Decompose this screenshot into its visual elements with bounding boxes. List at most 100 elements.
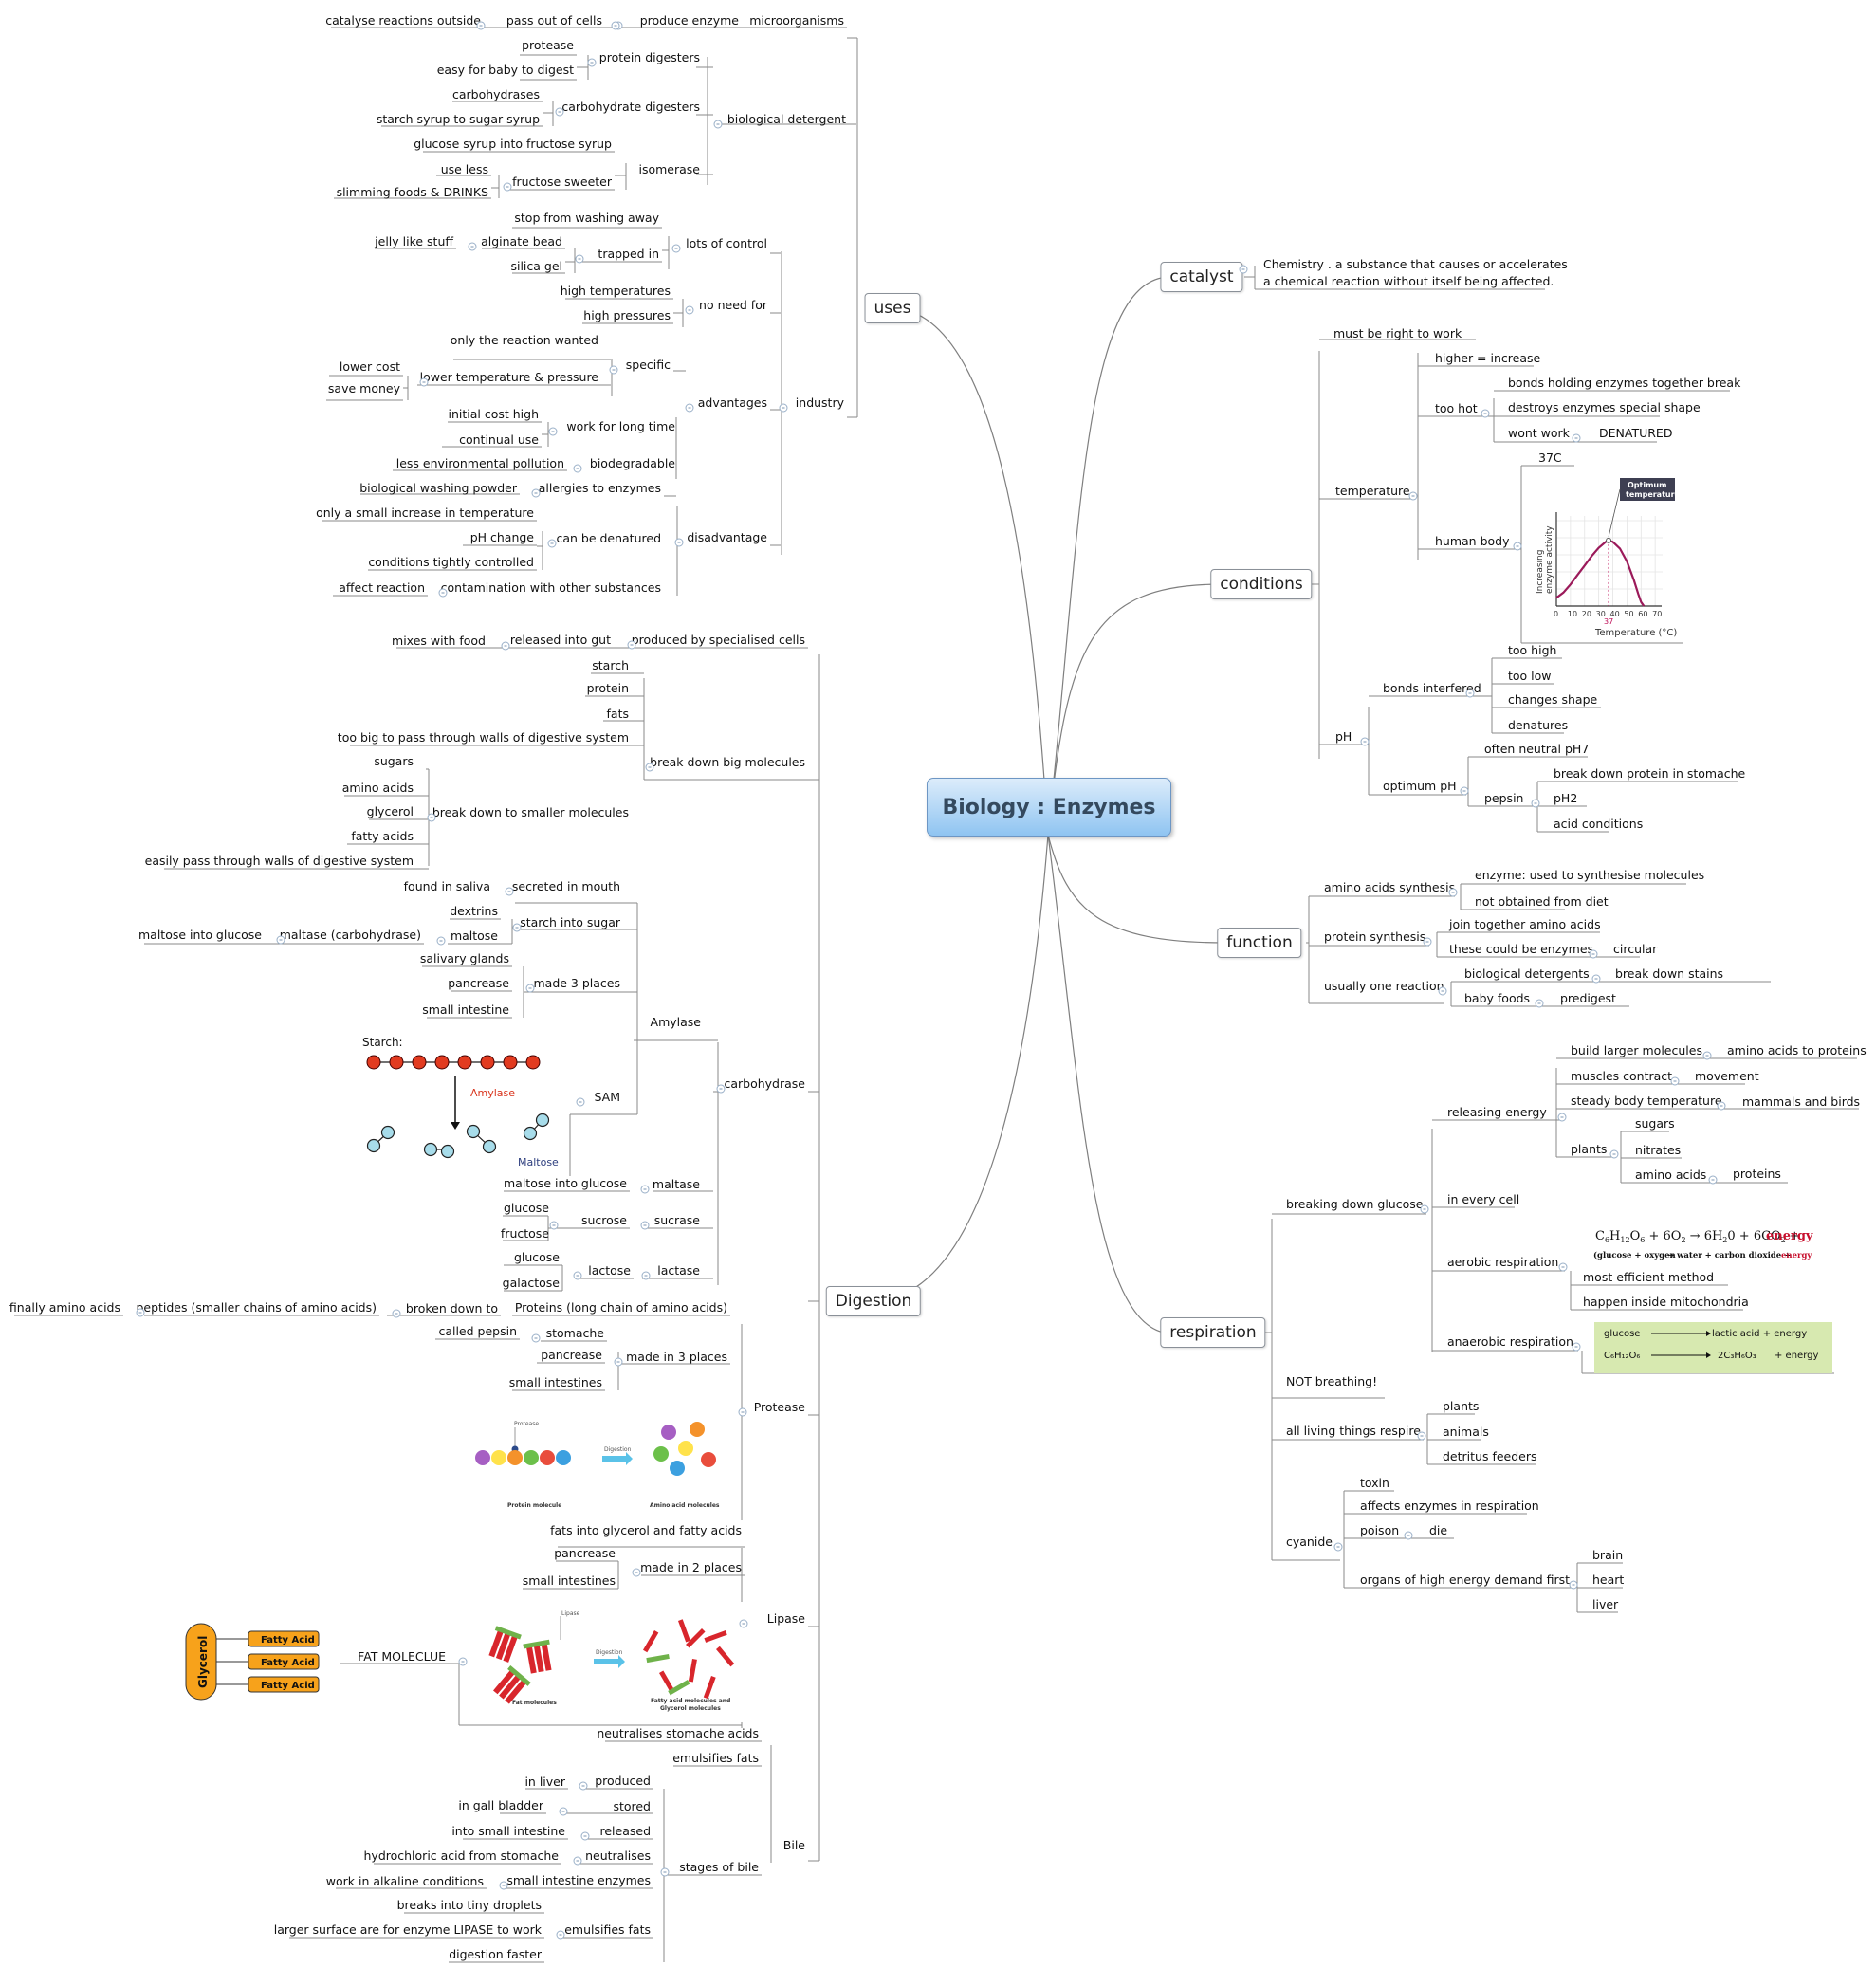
topic-into-small[interactable]: into small intestine (451, 1824, 565, 1838)
topic-build-larger[interactable]: build larger molecules (1571, 1043, 1702, 1057)
topic-starch-syrup[interactable]: starch syrup to sugar syrup (376, 112, 540, 126)
topic-in-liver[interactable]: in liver (524, 1775, 565, 1789)
collapse-toggle[interactable] (739, 1619, 748, 1628)
topic-released[interactable]: released (599, 1824, 651, 1838)
topic-join-amino[interactable]: join together amino acids (1449, 917, 1601, 931)
topic-fats-glycerol[interactable]: fats into glycerol and fatty acids (550, 1523, 742, 1537)
collapse-toggle[interactable] (579, 1781, 588, 1791)
topic-muscles[interactable]: muscles contract (1571, 1069, 1673, 1083)
topic-temperature[interactable]: temperature (1335, 484, 1410, 498)
collapse-toggle[interactable] (1670, 1076, 1680, 1086)
topic-cond-controlled[interactable]: conditions tightly controlled (368, 555, 534, 569)
topic-cyanide[interactable]: cyanide (1286, 1535, 1333, 1549)
topic-found-saliva[interactable]: found in saliva (403, 879, 490, 893)
topic-denatured[interactable]: DENATURED (1599, 426, 1673, 440)
topic-temp-37[interactable]: 37C (1538, 451, 1562, 465)
topic-circular[interactable]: circular (1613, 942, 1658, 956)
collapse-toggle[interactable] (1481, 409, 1490, 418)
collapse-toggle[interactable] (640, 1221, 650, 1230)
topic-stored[interactable]: stored (613, 1799, 651, 1813)
topic-denatures[interactable]: denatures (1508, 718, 1569, 732)
collapse-toggle[interactable] (1438, 986, 1447, 996)
collapse-toggle[interactable] (1531, 799, 1540, 808)
topic-definition-2[interactable]: a chemical reaction without itself being… (1263, 274, 1554, 288)
topic-not-breathing[interactable]: NOT breathing! (1286, 1374, 1378, 1388)
collapse-toggle[interactable] (499, 1881, 508, 1890)
topic-pancrease2[interactable]: pancrease (541, 1348, 602, 1362)
topic-catalyst[interactable]: catalyst (1160, 262, 1243, 292)
topic-must-right[interactable]: must be right to work (1333, 326, 1462, 340)
collapse-toggle[interactable] (512, 923, 522, 932)
collapse-toggle[interactable] (576, 1097, 585, 1107)
collapse-toggle[interactable] (549, 1221, 559, 1230)
topic-hydrochloric[interactable]: hydrochloric acid from stomache (363, 1848, 560, 1863)
collapse-toggle[interactable] (1572, 1342, 1581, 1352)
topic-high-pressures[interactable]: high pressures (583, 308, 671, 322)
topic-made2[interactable]: made in 2 places (640, 1560, 742, 1574)
topic-usually-one[interactable]: usually one reaction (1324, 979, 1444, 993)
topic-too-low[interactable]: too low (1508, 669, 1552, 683)
topic-produced-by[interactable]: produced by specialised cells (631, 633, 805, 647)
collapse-toggle[interactable] (1717, 1101, 1726, 1111)
topic-poison[interactable]: poison (1360, 1523, 1400, 1537)
collapse-toggle[interactable] (1589, 949, 1598, 959)
topic-digestion[interactable]: Digestion (825, 1286, 922, 1316)
topic-work-long[interactable]: work for long time (566, 419, 675, 433)
topic-bonds-break[interactable]: bonds holding enzymes together break (1508, 376, 1741, 390)
collapse-toggle[interactable] (468, 242, 477, 251)
topic-biodegradable[interactable]: biodegradable (589, 456, 675, 470)
topic-proteins-long[interactable]: Proteins (long chain of amino acids) (514, 1300, 727, 1315)
collapse-toggle[interactable] (641, 1271, 651, 1280)
topic-lots-control[interactable]: lots of control (686, 236, 767, 250)
collapse-toggle[interactable] (1569, 1580, 1578, 1590)
collapse-toggle[interactable] (611, 21, 620, 30)
topic-trapped-in[interactable]: trapped in (598, 247, 659, 261)
collapse-toggle[interactable] (738, 1407, 747, 1417)
topic-breaking-glucose[interactable]: breaking down glucose (1286, 1197, 1424, 1211)
collapse-toggle[interactable] (458, 1657, 468, 1666)
collapse-toggle[interactable] (1535, 999, 1544, 1008)
topic-pancrease[interactable]: pancrease (448, 976, 509, 990)
topic-amino[interactable]: amino acids (341, 781, 414, 795)
topic-galactose[interactable]: galactose (502, 1276, 560, 1290)
topic-ph2[interactable]: pH2 (1554, 791, 1578, 805)
topic-made3b[interactable]: made in 3 places (626, 1350, 727, 1364)
topic-neutralises-acid[interactable]: neutralises stomache acids (597, 1726, 759, 1740)
topic-fructose-sweeter[interactable]: fructose sweeter (512, 175, 612, 189)
topic-all-living[interactable]: all living things respire (1286, 1424, 1421, 1438)
topic-lower-temp[interactable]: lower temperature & pressure (419, 370, 598, 384)
topic-lactose[interactable]: lactose (588, 1263, 631, 1278)
collapse-toggle[interactable] (713, 120, 723, 129)
topic-stop-washing[interactable]: stop from washing away (514, 211, 659, 225)
topic-enzyme-used[interactable]: enzyme: used to synthesise molecules (1475, 868, 1705, 882)
topic-easily-pass[interactable]: easily pass through walls of digestive s… (144, 854, 414, 868)
topic-protease[interactable]: protease (522, 38, 574, 52)
collapse-toggle[interactable] (1420, 1204, 1429, 1214)
topic-sugars[interactable]: sugars (1635, 1116, 1675, 1131)
topic-changes-shape[interactable]: changes shape (1508, 692, 1598, 707)
topic-amylase[interactable]: Amylase (650, 1015, 701, 1029)
topic-not-diet[interactable]: not obtained from diet (1475, 894, 1609, 909)
topic-often-neutral[interactable]: often neutral pH7 (1484, 742, 1590, 756)
collapse-toggle[interactable] (427, 813, 436, 822)
topic-maltose-glucose2[interactable]: maltose into glucose (503, 1176, 627, 1190)
topic-released-gut[interactable]: released into gut (509, 633, 611, 647)
topic-break-stains[interactable]: break down stains (1615, 966, 1724, 981)
topic-mixes-food[interactable]: mixes with food (392, 634, 486, 648)
collapse-toggle[interactable] (1448, 888, 1458, 897)
collapse-toggle[interactable] (1417, 1431, 1426, 1441)
collapse-toggle[interactable] (573, 1271, 582, 1280)
topic-sucrase[interactable]: sucrase (653, 1213, 700, 1227)
topic-every-cell[interactable]: in every cell (1447, 1192, 1520, 1206)
topic-larger-surface[interactable]: larger surface are for enzyme LIPASE to … (273, 1922, 542, 1937)
collapse-toggle[interactable] (1360, 737, 1370, 746)
topic-can-denatured[interactable]: can be denatured (556, 531, 661, 545)
topic-alkaline[interactable]: work in alkaline conditions (325, 1874, 484, 1888)
collapse-toggle[interactable] (276, 935, 285, 945)
topic-ph-change[interactable]: pH change (469, 530, 534, 544)
topic-fatty[interactable]: fatty acids (351, 829, 414, 843)
topic-could-be-enzymes[interactable]: these could be enzymes (1449, 942, 1594, 956)
topic-dextrins[interactable]: dextrins (450, 904, 498, 918)
topic-too-big[interactable]: too big to pass through walls of digesti… (337, 730, 629, 745)
collapse-toggle[interactable] (1708, 1175, 1718, 1185)
